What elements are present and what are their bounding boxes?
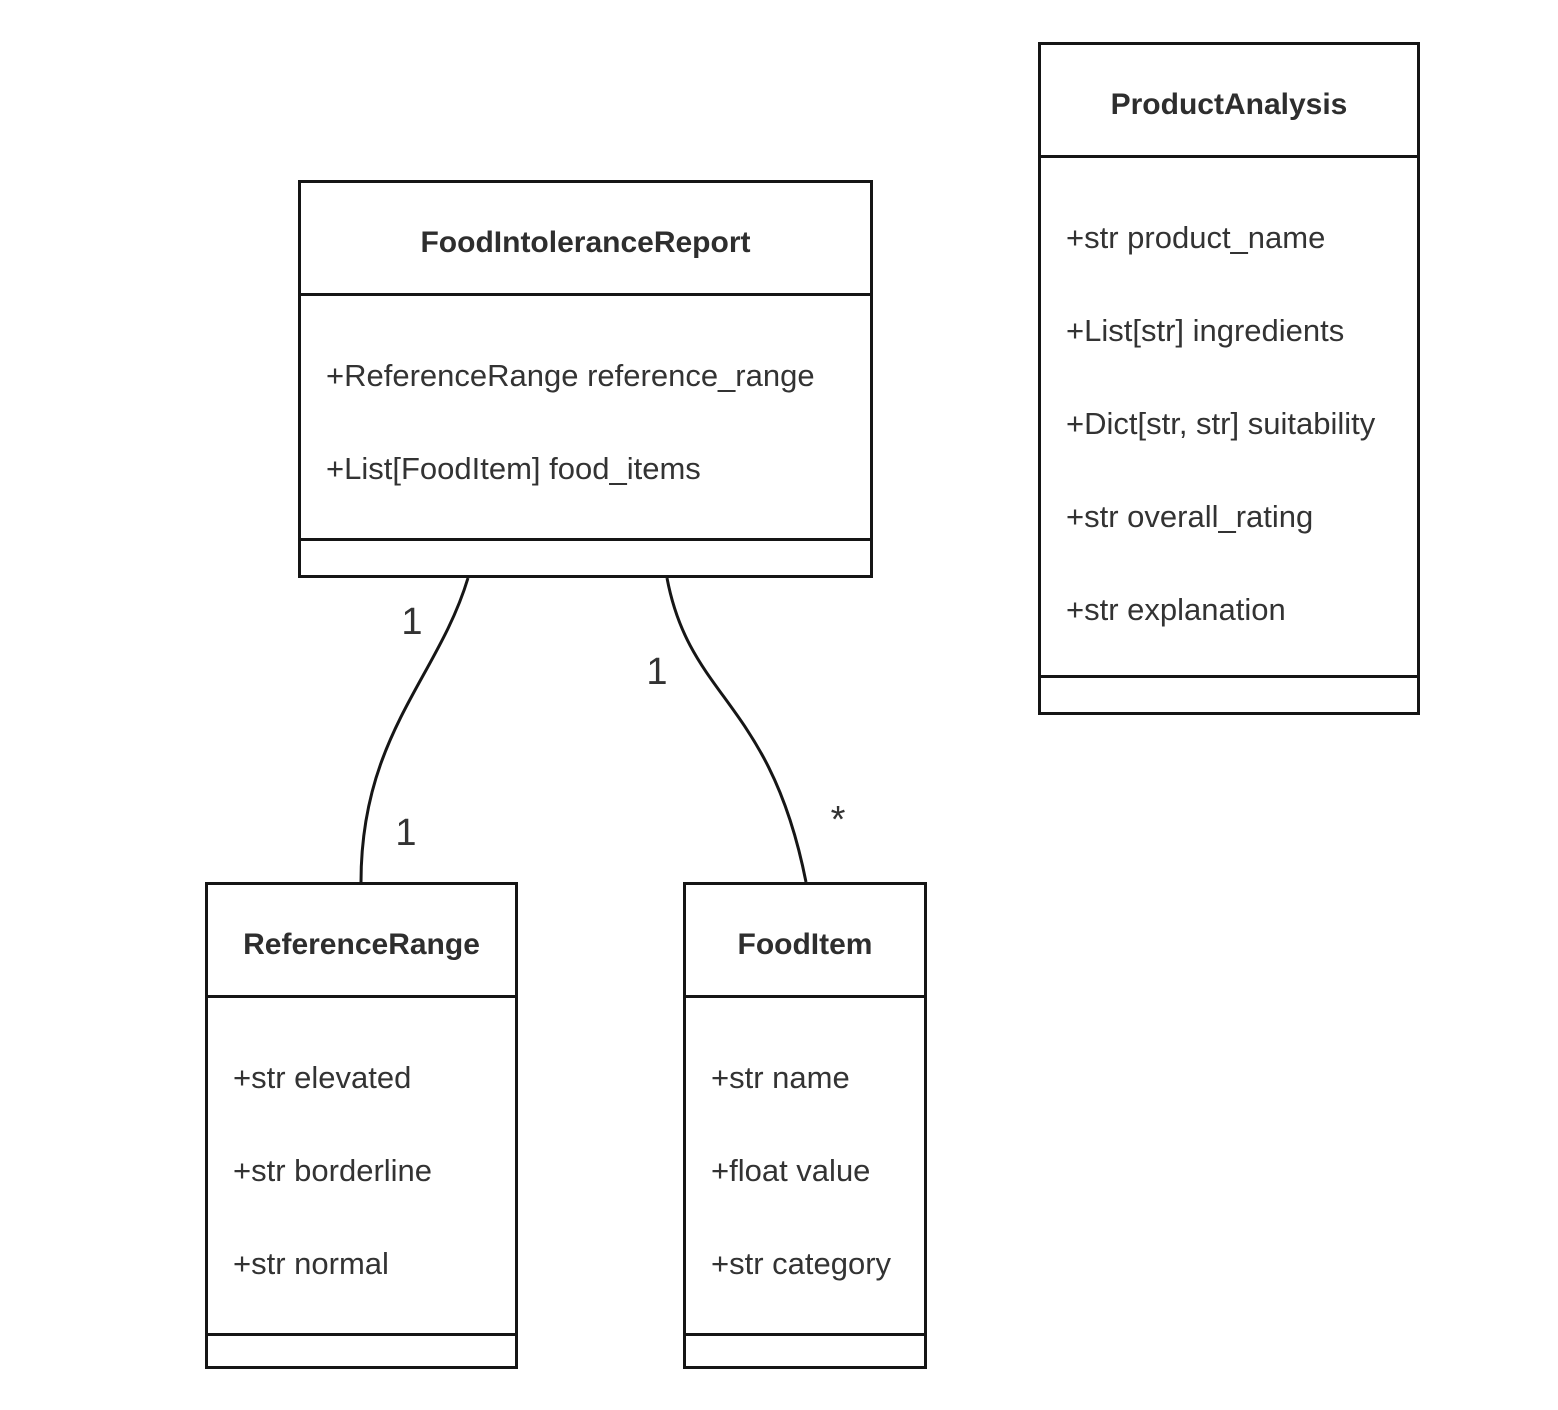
multiplicity-label-target: * [830,799,846,841]
class-attribute: +ReferenceRange reference_range [326,357,815,393]
class-attribute: +float value [711,1152,871,1188]
class-attribute: +Dict[str, str] suitability [1066,405,1376,441]
class-attribute: +str product_name [1066,219,1326,255]
class-title: ReferenceRange [208,885,515,998]
class-attribute: +str name [711,1059,850,1095]
class-attribute: +str explanation [1066,591,1286,627]
class-attributes-section: +ReferenceRange reference_range +List[Fo… [301,296,870,541]
class-attribute: +str category [711,1245,892,1281]
class-title: ProductAnalysis [1041,45,1417,158]
class-methods-section-empty [301,541,870,575]
multiplicity-label-source: 1 [401,601,423,643]
class-attribute: +List[str] ingredients [1066,312,1345,348]
class-attribute: +str overall_rating [1066,498,1314,534]
class-methods-section-empty [1041,678,1417,712]
class-methods-section-empty [686,1336,924,1366]
class-attribute: +str borderline [233,1152,433,1188]
multiplicity-label-source: 1 [646,651,668,693]
class-attribute: +str elevated [233,1059,412,1095]
class-box-foodintolerancereport: FoodIntoleranceReport +ReferenceRange re… [298,180,873,578]
class-attribute: +str normal [233,1245,389,1281]
class-title: FoodItem [686,885,924,998]
class-attributes-section: +str elevated +str borderline +str norma… [208,998,515,1336]
class-box-productanalysis: ProductAnalysis +str product_name +List[… [1038,42,1420,715]
class-attributes-section: +str name +float value +str category [686,998,924,1336]
class-title: FoodIntoleranceReport [301,183,870,296]
association-edge-report-fooditem [665,577,808,883]
class-attributes-section: +str product_name +List[str] ingredients… [1041,158,1417,678]
class-methods-section-empty [208,1336,515,1366]
class-box-fooditem: FoodItem +str name +float value +str cat… [683,882,927,1369]
association-edge-report-referencerange [359,577,470,883]
class-box-referencerange: ReferenceRange +str elevated +str border… [205,882,518,1369]
class-attribute: +List[FoodItem] food_items [326,450,701,486]
multiplicity-label-target: 1 [395,812,417,854]
